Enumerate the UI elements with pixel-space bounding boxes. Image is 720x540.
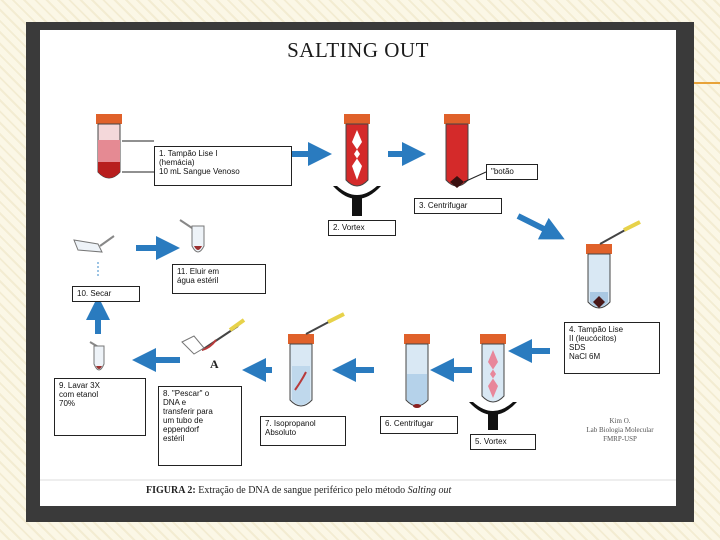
eppendorf-9 [89, 341, 105, 371]
figure-title: SALTING OUT [287, 38, 429, 62]
pipette-dna [181, 318, 246, 355]
caption-text: Extração de DNA de sangue periférico pel… [195, 485, 408, 496]
step-4-label: 4. Tampão Lise II (leucócitos) SDS NaCl … [564, 322, 660, 374]
caption-method: Salting out [407, 485, 452, 496]
tube-3 [444, 114, 470, 188]
step-11-label: 11. Eluir em água estéril [172, 264, 266, 294]
step-5-label: 5. Vortex [470, 434, 536, 450]
eppendorf-11 [179, 219, 205, 253]
tube-1 [96, 114, 122, 179]
salting-out-figure: SALTING OUT [40, 30, 676, 506]
label-a: A [210, 357, 219, 371]
step-1-label: 1. Tampão Lise I (hemácia) 10 mL Sangue … [154, 146, 292, 186]
step-2-label: 2. Vortex [328, 220, 396, 236]
step-3-label: 3. Centrifugar [414, 198, 502, 214]
caption-label: FIGURA 2: [146, 485, 196, 496]
credit-text: Kim O. Lab Biologia Molecular FMRP-USP [586, 417, 654, 443]
tube-2 [333, 114, 381, 216]
eppendorf-10 [73, 235, 115, 276]
step-9-label: 9. Lavar 3X com etanol 70% [54, 378, 146, 436]
step-6-label: 6. Centrifugar [380, 416, 458, 434]
figure-caption: FIGURA 2: Extração de DNA de sangue peri… [146, 485, 451, 496]
step-8-label: 8. "Pescar" o DNA e transferir para um t… [158, 386, 242, 466]
tube-5 [469, 334, 517, 430]
step-7-label: 7. Isopropanol Absoluto [260, 416, 346, 446]
tube-7 [288, 312, 345, 407]
arrow-3 [516, 213, 565, 240]
tube-4 [586, 220, 641, 309]
tube-6 [404, 334, 430, 408]
accent-line [690, 82, 720, 84]
diagram-graphics [40, 114, 676, 481]
step-3-pellet-label: "botão [486, 164, 538, 180]
step-10-label: 10. Secar [72, 286, 140, 302]
